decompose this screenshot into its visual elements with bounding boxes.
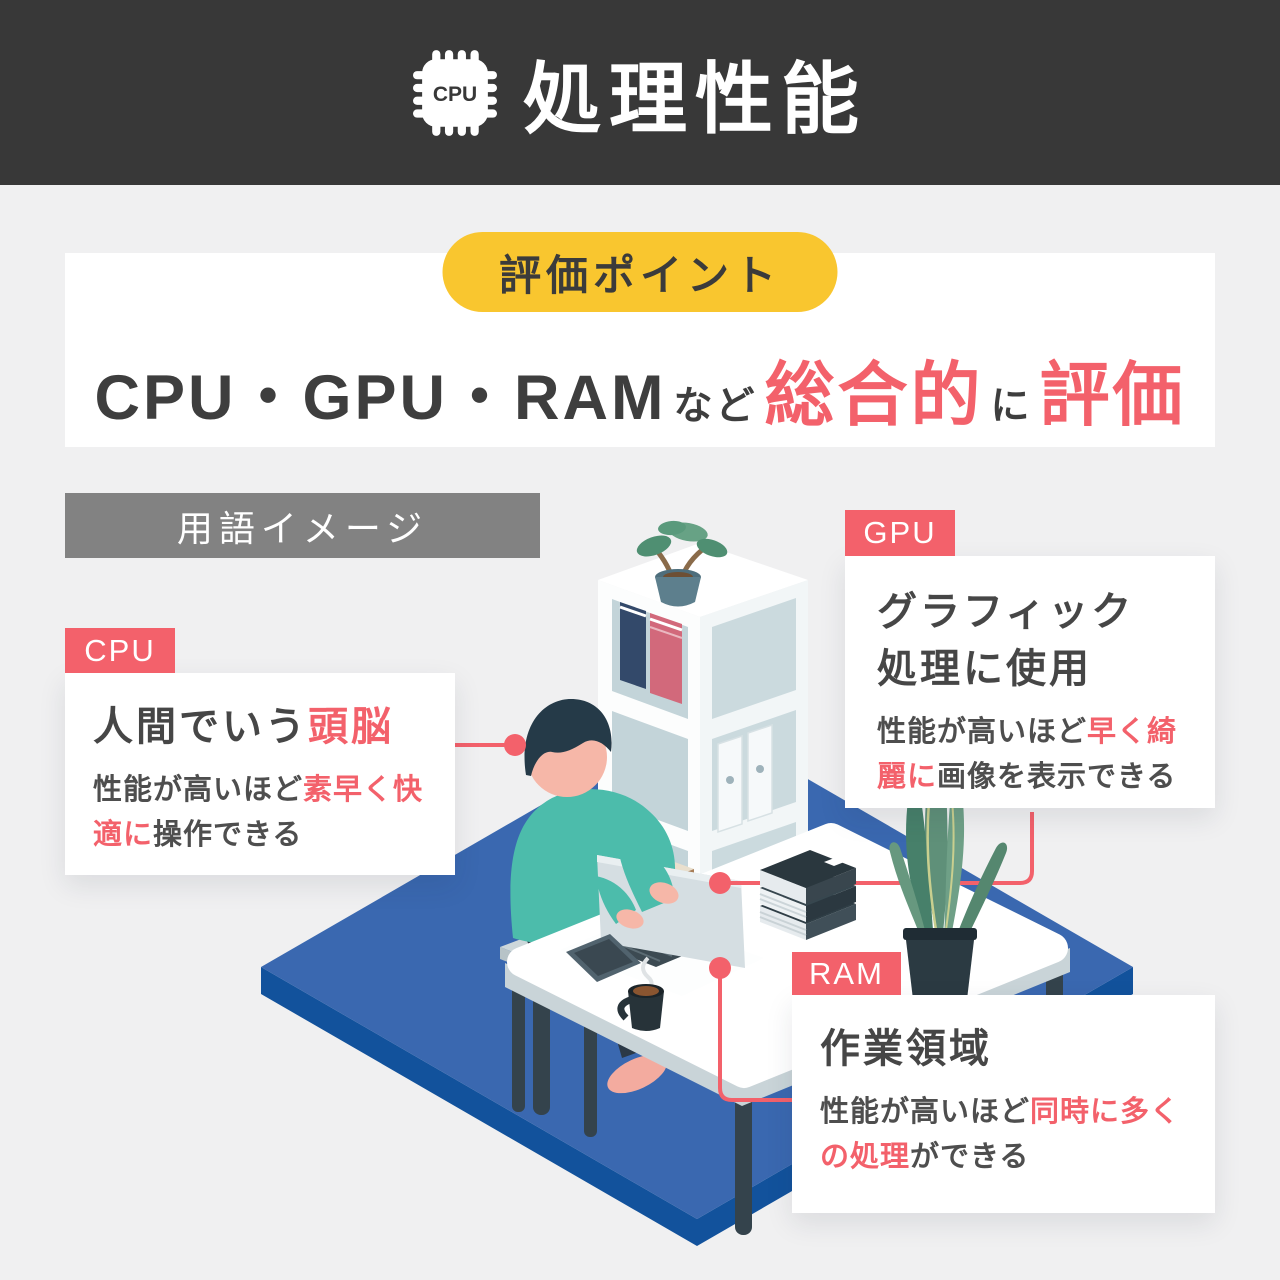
person-arms bbox=[596, 846, 679, 929]
shelf-plant bbox=[636, 520, 728, 607]
ram-card-body: 性能が高いほど同時に多くの処理ができる bbox=[820, 1095, 1181, 1173]
person-hair bbox=[524, 699, 612, 776]
shelf-books bbox=[619, 602, 683, 704]
page-title: 処理性能 bbox=[522, 54, 867, 143]
ram-card: 作業領域 性能が高いほど同時に多くの処理ができる bbox=[792, 995, 1215, 1213]
coffee-mug bbox=[617, 956, 664, 1031]
gpu-card: グラフィック処理に使用 性能が高いほど早く綺麗に画像を表示できる bbox=[845, 556, 1215, 808]
cpu-card-title: 人間でいう頭脳 bbox=[93, 705, 394, 749]
ram-connector-dot bbox=[709, 957, 731, 979]
section-label: 用語イメージ bbox=[65, 493, 540, 558]
gpu-card-body: 性能が高いほど早く綺麗に画像を表示できる bbox=[877, 715, 1178, 793]
cpu-card-body: 性能が高いほど素早く快適に操作できる bbox=[93, 773, 424, 851]
gpu-connector-line bbox=[720, 812, 1034, 885]
header: CPU 処理性能 bbox=[0, 0, 1280, 185]
smartphone bbox=[566, 934, 641, 982]
ram-card-title: 作業領域 bbox=[820, 1027, 992, 1071]
cpu-tag: CPU bbox=[65, 628, 175, 673]
connector-dots bbox=[504, 734, 731, 979]
gpu-tag: GPU bbox=[845, 510, 955, 556]
cpu-card: 人間でいう頭脳 性能が高いほど素早く快適に操作できる bbox=[65, 673, 455, 875]
book-stack bbox=[759, 850, 856, 940]
gpu-card-title: グラフィック処理に使用 bbox=[877, 590, 1135, 691]
ram-connector-line bbox=[718, 968, 794, 1102]
cpu-connector-dot bbox=[504, 734, 526, 756]
ram-tag: RAM bbox=[792, 952, 901, 995]
chip-icon-label: CPU bbox=[433, 83, 477, 106]
cpu-chip-icon: CPU bbox=[412, 49, 497, 136]
gpu-connector-dot bbox=[709, 872, 731, 894]
evaluation-badge: 評価ポイント bbox=[442, 232, 838, 312]
